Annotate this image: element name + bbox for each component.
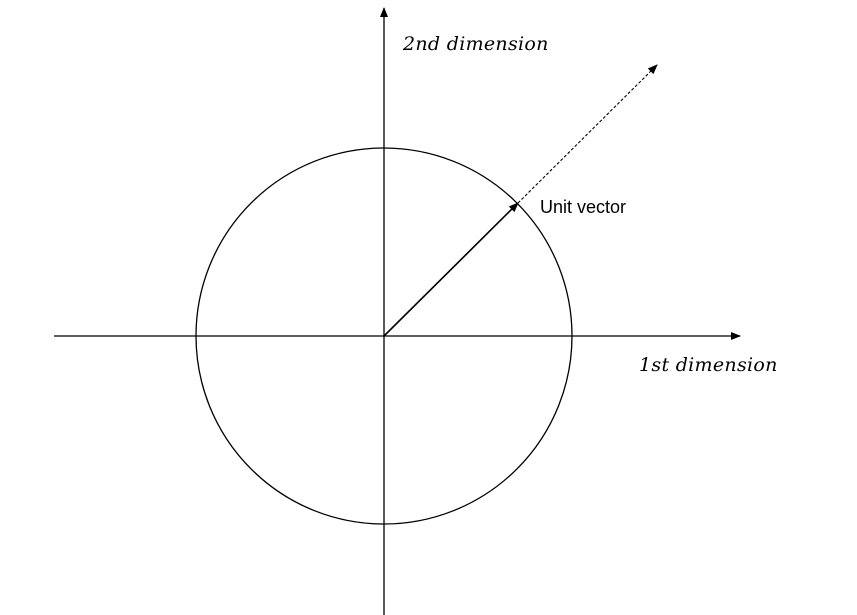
vector-extension-dashed [517, 64, 658, 204]
unit-circle [195, 147, 573, 525]
unit-vector-label: Unit vector [540, 197, 627, 217]
y-axis-label: 2nd dimension [403, 33, 549, 55]
x-axis-label: 1st dimension [639, 354, 778, 376]
unit-vector-arrow [383, 202, 519, 337]
